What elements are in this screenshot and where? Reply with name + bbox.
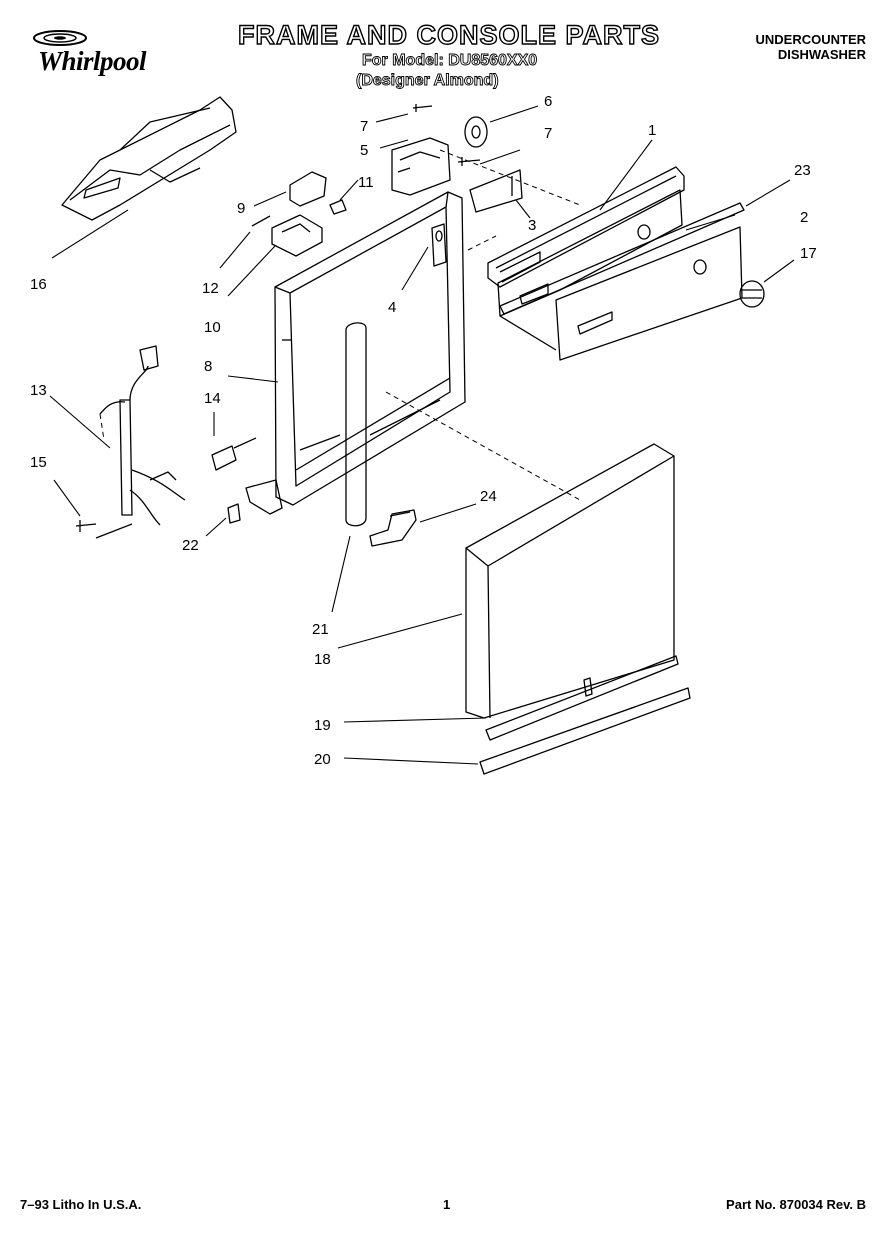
whirlpool-swirl-icon bbox=[33, 30, 87, 46]
part-22-clip bbox=[227, 503, 241, 524]
part-16-cover-bracket bbox=[61, 96, 237, 221]
part-21-rail bbox=[345, 322, 367, 527]
callout-4: 4 bbox=[388, 299, 396, 316]
footer-part-number: Part No. 870034 Rev. B bbox=[726, 1197, 866, 1212]
part-3-bracket bbox=[469, 169, 523, 213]
callout-24: 24 bbox=[480, 488, 497, 505]
callout-11: 11 bbox=[358, 174, 374, 191]
product-line-1: UNDERCOUNTER bbox=[755, 32, 867, 47]
whirlpool-logo bbox=[18, 28, 178, 88]
part-2-console-panel bbox=[497, 189, 743, 361]
assembly-guide-lines bbox=[99, 149, 581, 501]
footer-page-number: 1 bbox=[443, 1197, 451, 1212]
callout-10: 10 bbox=[204, 319, 221, 336]
callout-numbers: 1 2 3 4 5 6 7 7 8 9 10 11 12 13 14 15 16… bbox=[30, 93, 817, 768]
callout-14: 14 bbox=[204, 390, 221, 407]
callout-15: 15 bbox=[30, 454, 47, 471]
callout-9: 9 bbox=[237, 200, 245, 217]
part-24-handle bbox=[369, 509, 417, 547]
part-20-kick-strip bbox=[479, 687, 691, 775]
page-title: FRAME AND CONSOLE PARTS bbox=[237, 19, 661, 50]
part-4-door-strike bbox=[431, 223, 447, 267]
leader-lines bbox=[49, 105, 795, 765]
part-18-door-panel bbox=[465, 443, 675, 719]
part-11-clip bbox=[329, 199, 347, 215]
callout-17: 17 bbox=[800, 245, 817, 262]
brand-name: Whirlpool bbox=[38, 46, 147, 76]
product-line-2: DISHWASHER bbox=[777, 47, 866, 62]
callout-7-lower: 7 bbox=[544, 125, 552, 142]
callout-8: 8 bbox=[204, 358, 212, 375]
callout-20: 20 bbox=[314, 751, 331, 768]
part-8-door-frame bbox=[274, 191, 466, 506]
callout-2: 2 bbox=[800, 209, 808, 226]
callout-19: 19 bbox=[314, 717, 331, 734]
callout-12: 12 bbox=[202, 280, 219, 297]
part-6-latch-knob bbox=[464, 116, 488, 148]
model-line: For Model: DU8560XX0 bbox=[362, 52, 538, 70]
part-5-latch-assembly bbox=[391, 137, 451, 196]
part-17-knob bbox=[739, 280, 765, 308]
callout-22: 22 bbox=[182, 537, 199, 554]
product-type: UNDERCOUNTER DISHWASHER bbox=[756, 32, 867, 62]
footer-litho: 7–93 Litho In U.S.A. bbox=[20, 1197, 142, 1212]
part-19-bottom-trim bbox=[485, 655, 679, 741]
part-1-console bbox=[487, 166, 685, 288]
callout-13: 13 bbox=[30, 382, 47, 399]
part-7-screw-upper bbox=[412, 104, 433, 112]
part-10-switch-holder bbox=[271, 214, 323, 257]
callout-3: 3 bbox=[528, 217, 536, 234]
part-15-screw bbox=[75, 520, 133, 539]
callout-21: 21 bbox=[312, 621, 329, 638]
part-12-pin bbox=[251, 215, 271, 227]
callout-1: 1 bbox=[648, 122, 656, 139]
callout-7-upper: 7 bbox=[360, 118, 368, 135]
part-14-connector bbox=[211, 437, 257, 471]
variant-line: (Designer Almond) bbox=[356, 72, 499, 90]
callout-6: 6 bbox=[544, 93, 552, 110]
part-13-wire-harness bbox=[99, 345, 186, 526]
callout-23: 23 bbox=[794, 162, 811, 179]
callout-18: 18 bbox=[314, 651, 331, 668]
callout-5: 5 bbox=[360, 142, 368, 159]
callout-16: 16 bbox=[30, 276, 47, 293]
part-9-switch bbox=[289, 171, 327, 207]
